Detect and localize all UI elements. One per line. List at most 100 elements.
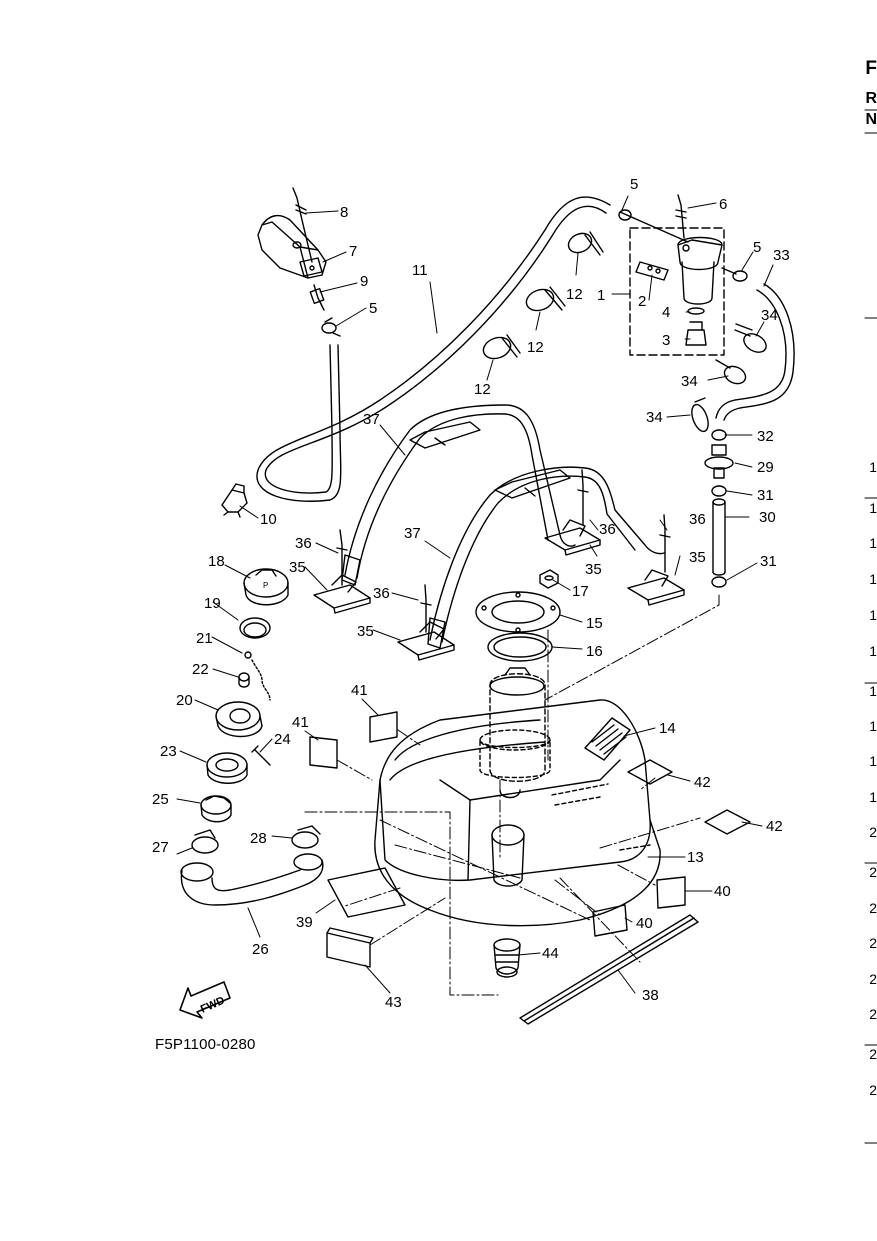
clamp-12-a xyxy=(567,231,604,256)
grommet-23 xyxy=(206,752,248,784)
bracket-35-b xyxy=(397,621,455,661)
fwd-arrow-icon: FWD xyxy=(179,981,231,1019)
edge-number: 1 xyxy=(869,683,877,699)
callout-12: 12 xyxy=(474,381,491,398)
callout-27: 27 xyxy=(152,839,169,856)
edge-number: 2 xyxy=(869,971,877,987)
pad-41-b xyxy=(309,736,338,769)
callout-15: 15 xyxy=(586,615,603,632)
edge-number: 1 xyxy=(869,500,877,516)
nut-17 xyxy=(539,569,559,589)
edge-letter: R xyxy=(865,90,877,107)
callout-16: 16 xyxy=(586,643,603,660)
edge-number: 1 xyxy=(869,789,877,805)
callout-34: 34 xyxy=(646,409,663,426)
callout-39: 39 xyxy=(296,914,313,931)
callout-36: 36 xyxy=(373,585,390,602)
seal-19 xyxy=(239,617,271,639)
callout-29: 29 xyxy=(757,459,774,476)
callout-7: 7 xyxy=(349,243,357,260)
fitting-29 xyxy=(704,444,734,479)
filler-neck-20 xyxy=(215,701,263,738)
callout-43: 43 xyxy=(385,994,402,1011)
hose-26 xyxy=(180,853,324,906)
edge-number: 2 xyxy=(869,1046,877,1062)
callout-30: 30 xyxy=(759,509,776,526)
callout-31: 31 xyxy=(760,553,777,570)
callout-40: 40 xyxy=(636,915,653,932)
pickup-44 xyxy=(493,938,521,978)
strap-37-front xyxy=(427,466,665,649)
callout-21: 21 xyxy=(196,630,213,647)
callout-36: 36 xyxy=(599,521,616,538)
callout-18: 18 xyxy=(208,553,225,570)
edge-number: 1 xyxy=(869,607,877,623)
edge-number: 2 xyxy=(869,1082,877,1098)
fuel-hose-11 xyxy=(256,196,611,502)
bolt-36-b xyxy=(420,584,432,633)
edge-rule-marks xyxy=(864,109,877,1144)
callout-36: 36 xyxy=(689,511,706,528)
callout-24: 24 xyxy=(274,731,291,748)
bolt-6 xyxy=(675,194,687,239)
callout-34: 34 xyxy=(761,307,778,324)
callout-42: 42 xyxy=(694,774,711,791)
bracket-35-c xyxy=(544,519,601,556)
clamp-34-c xyxy=(691,397,709,433)
clamp-27 xyxy=(191,829,219,854)
clamp-12-c xyxy=(482,334,521,360)
callout-1: 1 xyxy=(597,287,605,304)
callout-28: 28 xyxy=(250,830,267,847)
plate-15 xyxy=(475,591,561,633)
callout-44: 44 xyxy=(542,945,559,962)
pad-40-b xyxy=(656,876,686,909)
clamp-31-top xyxy=(711,485,727,497)
edge-number: 2 xyxy=(869,1006,877,1022)
clamp-5-right xyxy=(721,267,748,282)
fwd-label: FWD xyxy=(199,995,227,1016)
figure-code: F5P1100-0280 xyxy=(155,1036,256,1053)
pad-42-b xyxy=(704,809,751,835)
callout-22: 22 xyxy=(192,661,209,678)
edge-number: 2 xyxy=(869,900,877,916)
edge-letter: F xyxy=(865,58,877,79)
hose-33 xyxy=(715,283,795,421)
callout-31: 31 xyxy=(757,487,774,504)
callout-36: 36 xyxy=(295,535,312,552)
callout-26: 26 xyxy=(252,941,269,958)
edge-number: 1 xyxy=(869,571,877,587)
callout-5: 5 xyxy=(753,239,761,256)
callout-5: 5 xyxy=(630,176,638,193)
clamp-12-b xyxy=(525,286,566,312)
callout-17: 17 xyxy=(572,583,589,600)
bracket-35-a xyxy=(313,574,371,614)
callout-25: 25 xyxy=(152,791,169,808)
screw-24 xyxy=(251,745,271,766)
callout-41: 41 xyxy=(292,714,309,731)
callout-13: 13 xyxy=(687,849,704,866)
edge-number: 1 xyxy=(869,718,877,734)
filler-cap-18: P xyxy=(243,568,289,606)
outlet-neck xyxy=(491,824,525,887)
callout-6: 6 xyxy=(719,196,727,213)
pad-39 xyxy=(327,867,406,918)
pad-38 xyxy=(519,914,699,1025)
edge-number: 2 xyxy=(869,864,877,880)
callout-9: 9 xyxy=(360,273,368,290)
clamp-31-bottom xyxy=(711,576,727,588)
callout-42: 42 xyxy=(766,818,783,835)
hose-30 xyxy=(712,498,726,576)
chain-21 xyxy=(244,651,271,701)
callout-3: 3 xyxy=(662,332,670,349)
edge-number: 2 xyxy=(869,824,877,840)
callout-23: 23 xyxy=(160,743,177,760)
fuel-filter-assembly-1 xyxy=(629,227,725,356)
bracket-35-d xyxy=(627,569,685,606)
bolt-9 xyxy=(309,284,325,311)
callout-41: 41 xyxy=(351,682,368,699)
svg-text:P: P xyxy=(263,581,268,590)
callout-40: 40 xyxy=(714,883,731,900)
edge-number: 1 xyxy=(869,643,877,659)
clamp-34-b xyxy=(715,359,747,385)
nut-25 xyxy=(200,795,232,823)
